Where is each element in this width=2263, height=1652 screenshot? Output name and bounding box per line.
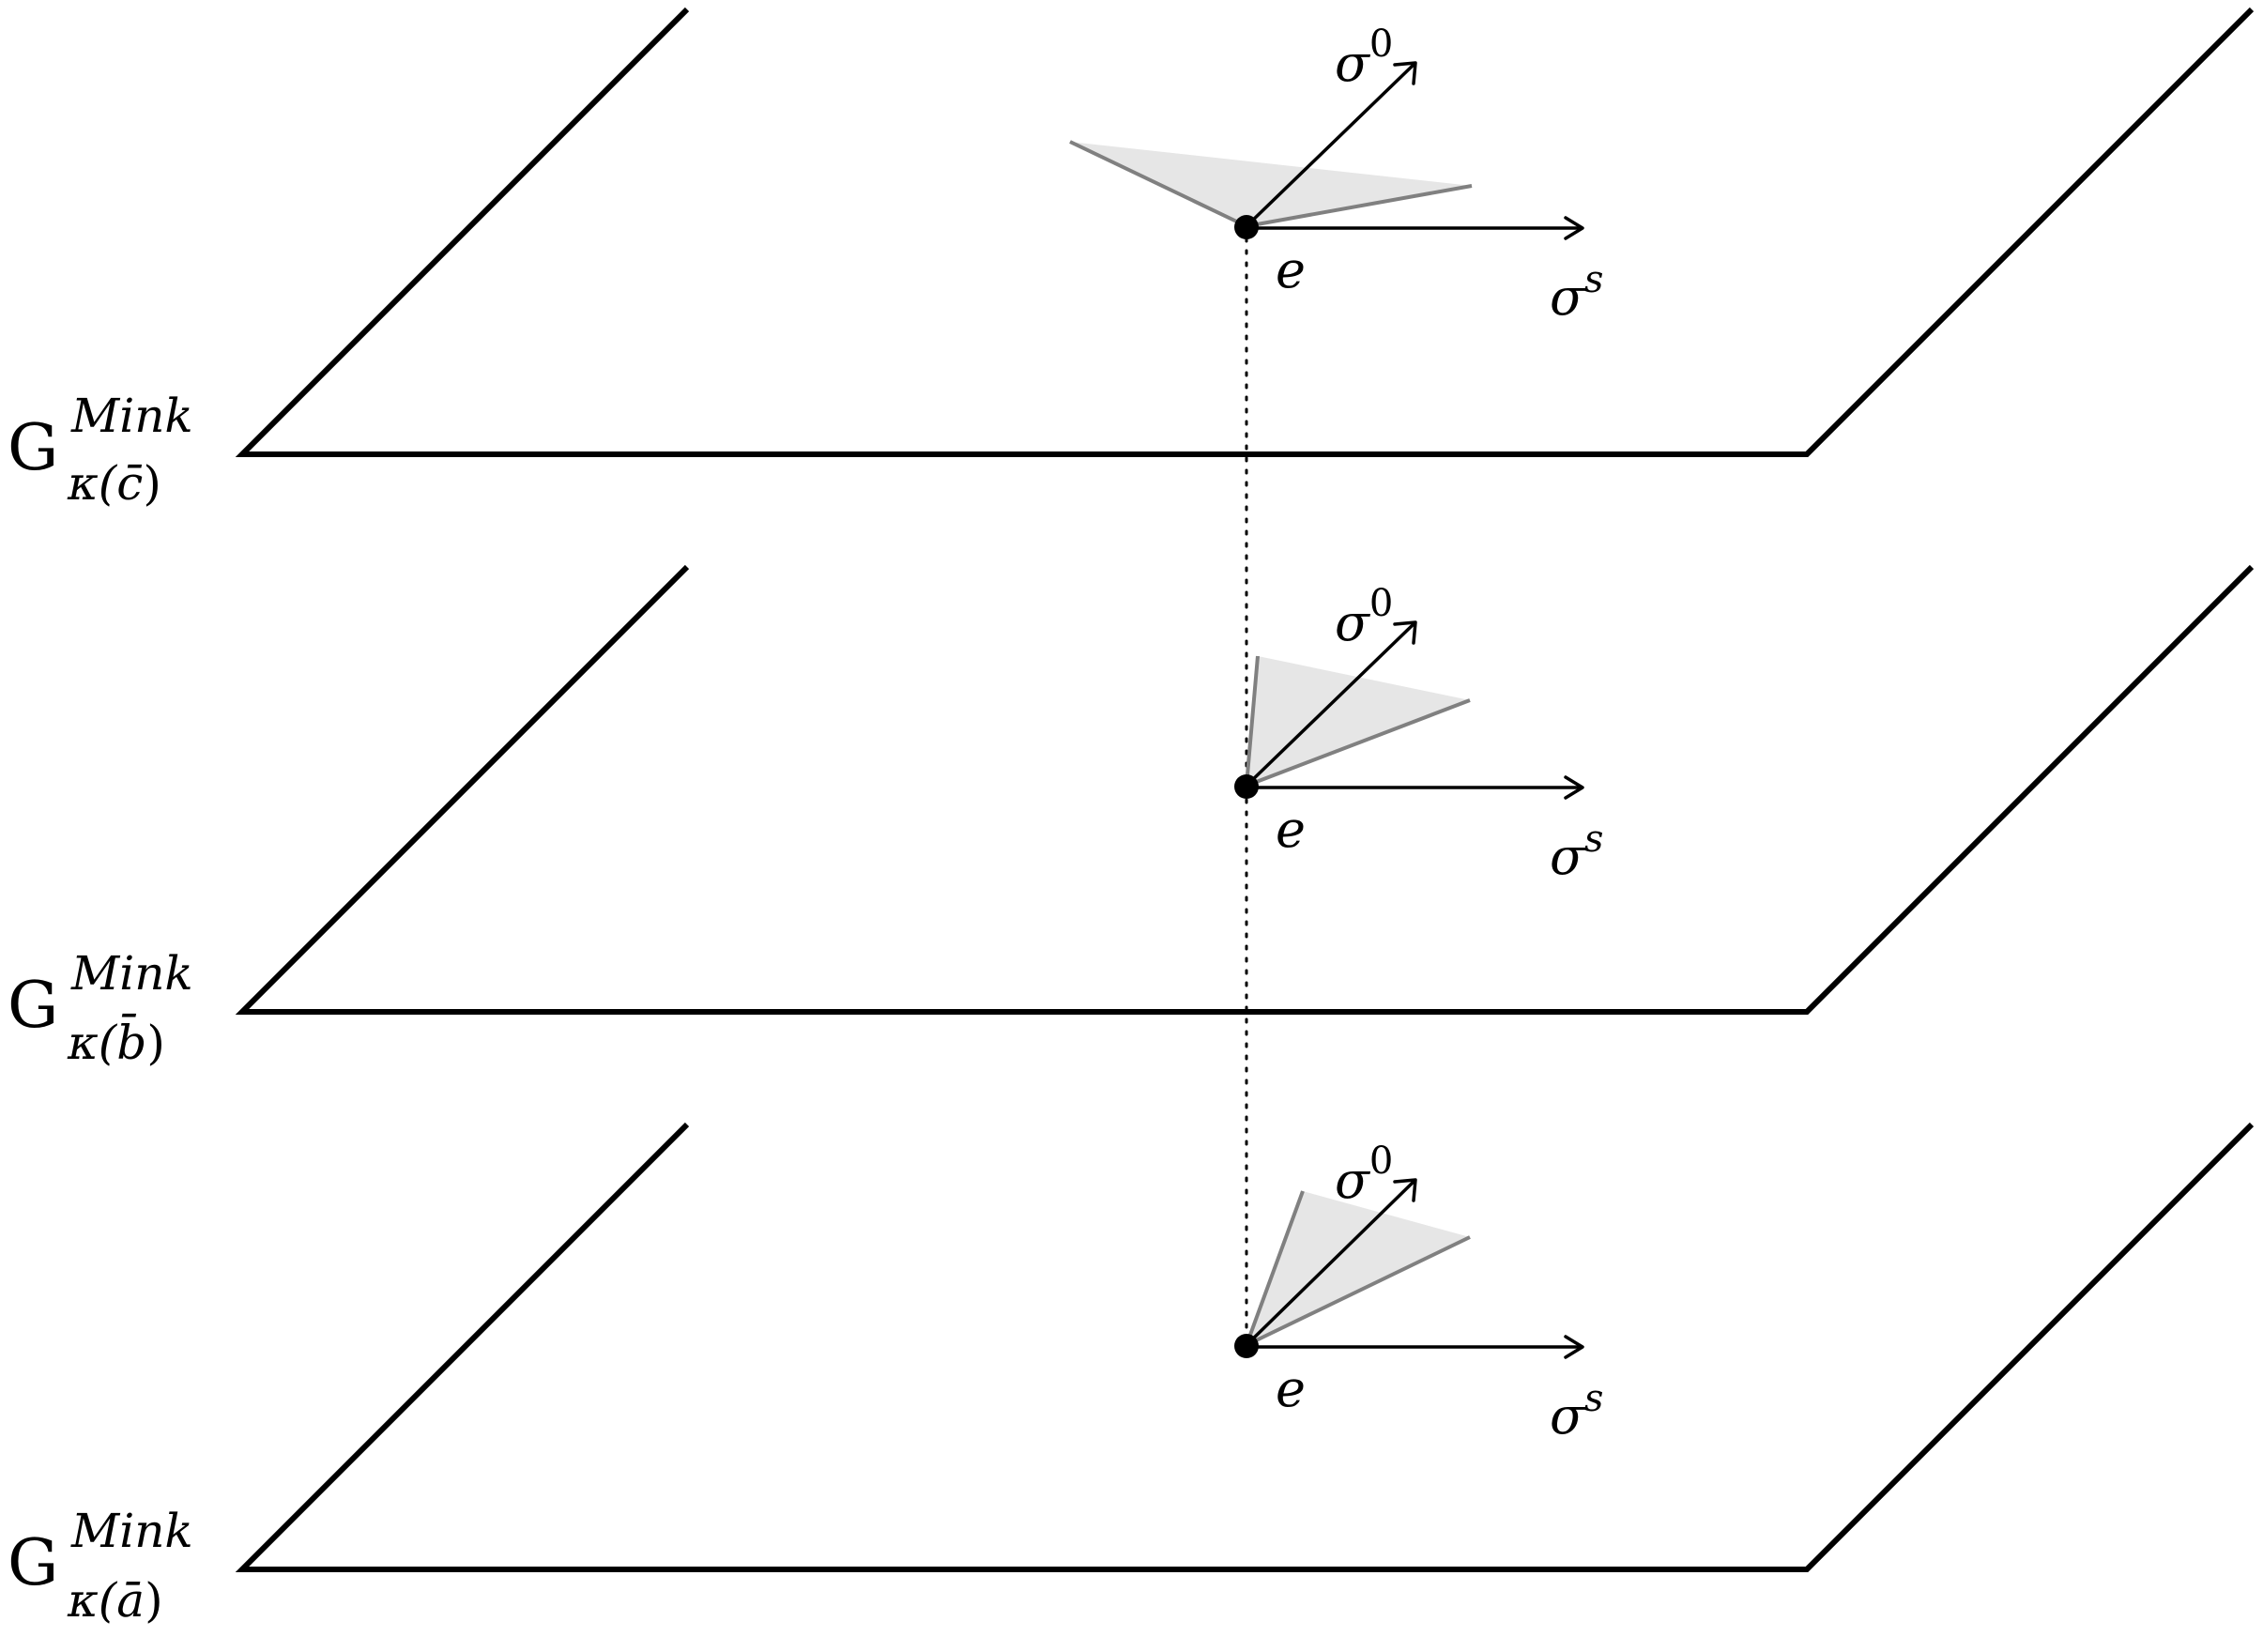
plane-b-outline [235, 564, 2255, 1015]
plane-c-space-arrowhead [1564, 216, 1584, 240]
plane-a: e σ0 σs G Mink κ(ā) [8, 1122, 2255, 1628]
plane-b-identity-point [1234, 774, 1259, 799]
plane-a-time-axis [1245, 1178, 1417, 1347]
plane-b-cone [1246, 656, 1470, 786]
plane-b-cone-edge-left [1245, 655, 1260, 787]
plane-a-time-arrowhead [1393, 1178, 1417, 1202]
plane-c-identity-point [1234, 215, 1259, 239]
plane-c-label-sub: κ(c̄) [67, 456, 161, 511]
plane-c-time-label: σ0 [1335, 23, 1393, 93]
plane-b-label-sub: κ(b̄) [67, 1013, 165, 1070]
plane-a-label-base: G [8, 1526, 58, 1600]
plane-c-time-arrowhead [1393, 61, 1417, 85]
plane-a-point-label: e [1276, 1359, 1306, 1418]
plane-b: e σ0 σs G Mink κ(b̄) [8, 564, 2255, 1070]
plane-b-time-arrowhead [1393, 620, 1417, 645]
plane-c-outline [235, 7, 2255, 457]
plane-b-time-axis [1245, 620, 1417, 788]
plane-a-label-sub: κ(ā) [67, 1573, 163, 1628]
plane-a-identity-point [1234, 1334, 1259, 1358]
plane-b-space-arrowhead [1564, 775, 1584, 800]
plane-b-time-label: σ0 [1335, 582, 1393, 652]
plane-a-space-label: σs [1550, 1377, 1603, 1446]
plane-a-label-sup: Mink [70, 1504, 193, 1558]
plane-a-outline [235, 1122, 2255, 1572]
plane-b-point-label: e [1276, 800, 1306, 859]
plane-b-cone-edge-right [1246, 698, 1471, 788]
plane-b-space-label: σs [1550, 818, 1603, 886]
plane-c: e σ0 σs G Mink κ(c̄) [8, 7, 2255, 511]
plane-c-point-label: e [1276, 240, 1306, 299]
plane-a-space-arrowhead [1564, 1335, 1584, 1359]
plane-b-label: G Mink κ(b̄) [8, 946, 193, 1070]
plane-a-cone [1246, 1191, 1470, 1345]
plane-c-label: G Mink κ(c̄) [8, 389, 193, 511]
plane-c-space-label: σs [1550, 258, 1603, 327]
plane-a-cone-edge-left [1245, 1190, 1305, 1346]
plane-c-cone-edge-left [1069, 140, 1247, 228]
plane-c-cone [1070, 142, 1472, 226]
plane-a-cone-edge-right [1246, 1235, 1471, 1347]
plane-b-label-sup: Mink [70, 946, 193, 1001]
plane-b-label-base: G [8, 969, 58, 1043]
plane-c-label-base: G [8, 411, 58, 485]
plane-a-time-label: σ0 [1335, 1140, 1393, 1210]
plane-c-cone-edge-right [1246, 184, 1473, 228]
plane-a-label: G Mink κ(ā) [8, 1504, 193, 1628]
plane-c-label-sup: Mink [70, 389, 193, 443]
plane-c-time-axis [1245, 61, 1417, 228]
